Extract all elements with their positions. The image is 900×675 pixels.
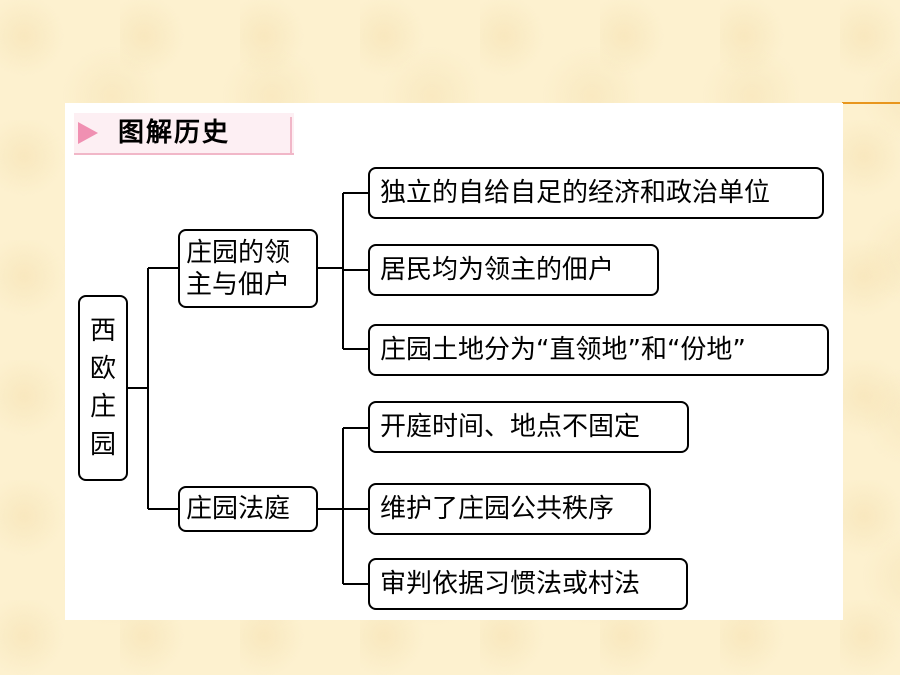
section-title: 图解历史: [118, 118, 231, 148]
branch-node-lords-tenants: 庄园的领主与佃户: [178, 229, 318, 308]
root-node: 西欧庄园: [78, 295, 128, 481]
leaf-node: 居民均为领主的佃户: [368, 244, 659, 296]
leaf-node: 独立的自给自足的经济和政治单位: [368, 167, 824, 219]
diagram-panel: 图解历史 西欧庄园 庄园的领主与佃户 庄园法庭 独立的自给自足的经济和政治单位 …: [65, 103, 843, 620]
accent-line: [842, 102, 900, 104]
leaf-node: 庄园土地分为“直领地”和“份地”: [368, 324, 829, 376]
connector-lines: [128, 192, 368, 585]
branch-node-manor-court: 庄园法庭: [178, 486, 318, 532]
leaf-node: 维护了庄园公共秩序: [368, 483, 651, 535]
section-header: 图解历史: [74, 113, 294, 155]
leaf-node: 审判依据习惯法或村法: [368, 558, 688, 610]
play-arrow-icon: [78, 122, 98, 144]
leaf-node: 开庭时间、地点不固定: [368, 401, 689, 453]
header-divider: [290, 117, 292, 153]
